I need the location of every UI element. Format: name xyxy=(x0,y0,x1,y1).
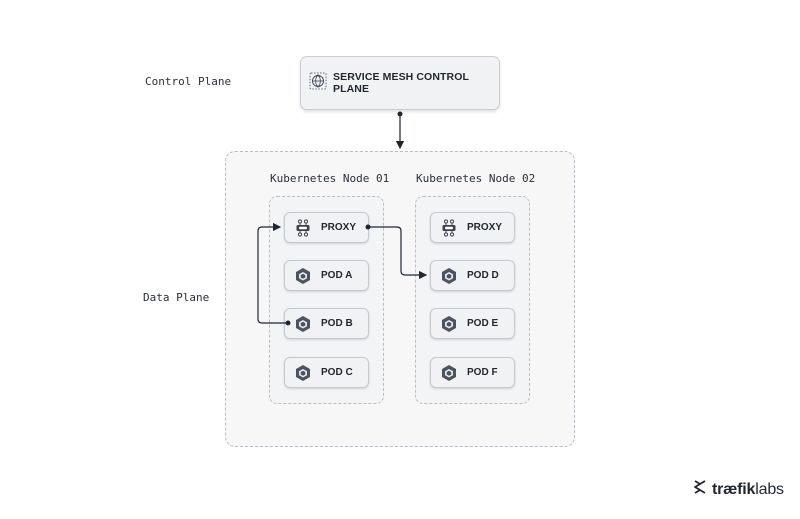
node-02-pod-d[interactable]: POD D xyxy=(430,260,515,291)
chip-label: POD E xyxy=(467,318,499,329)
mesh-grid-icon xyxy=(309,72,327,95)
brand-text: træfiklabs xyxy=(712,481,784,499)
node-01-pod-b[interactable]: POD B xyxy=(284,308,369,339)
chip-label: PROXY xyxy=(467,222,503,233)
traefiklabs-logo: træfiklabs xyxy=(692,478,784,501)
node-02-proxy[interactable]: PROXY xyxy=(430,212,515,243)
node-01-proxy[interactable]: PROXY xyxy=(284,212,369,243)
pod-icon xyxy=(294,315,312,333)
chip-label: POD B xyxy=(321,318,353,329)
chip-label: POD C xyxy=(321,367,353,378)
control-plane-connector-dot xyxy=(397,111,403,117)
pod-icon xyxy=(440,315,458,333)
node-01-title: Kubernetes Node 01 xyxy=(270,172,390,185)
control-plane-box-label: SERVICE MESH CONTROL PLANE xyxy=(333,71,469,95)
node-01-pod-c[interactable]: POD C xyxy=(284,357,369,388)
brand-light: labs xyxy=(755,480,784,498)
proxy-icon xyxy=(294,218,312,237)
chip-label: POD F xyxy=(467,367,498,378)
chip-label: POD A xyxy=(321,270,353,281)
data-plane-label: Data Plane xyxy=(143,291,210,304)
pod-icon xyxy=(294,364,312,382)
chip-label: PROXY xyxy=(321,222,357,233)
proxy-icon xyxy=(440,218,458,237)
service-mesh-control-plane[interactable]: SERVICE MESH CONTROL PLANE xyxy=(300,56,500,110)
pod-icon xyxy=(440,364,458,382)
node-02-title: Kubernetes Node 02 xyxy=(416,172,536,185)
node-02-pod-e[interactable]: POD E xyxy=(430,308,515,339)
traefik-logo-icon xyxy=(692,478,708,501)
control-plane-label: Control Plane xyxy=(145,75,232,88)
node-02-pod-f[interactable]: POD F xyxy=(430,357,515,388)
pod-icon xyxy=(294,267,312,285)
pod-icon xyxy=(440,267,458,285)
chip-label: POD D xyxy=(467,270,499,281)
node-01-pod-a[interactable]: POD A xyxy=(284,260,369,291)
brand-bold: træfik xyxy=(712,480,756,498)
